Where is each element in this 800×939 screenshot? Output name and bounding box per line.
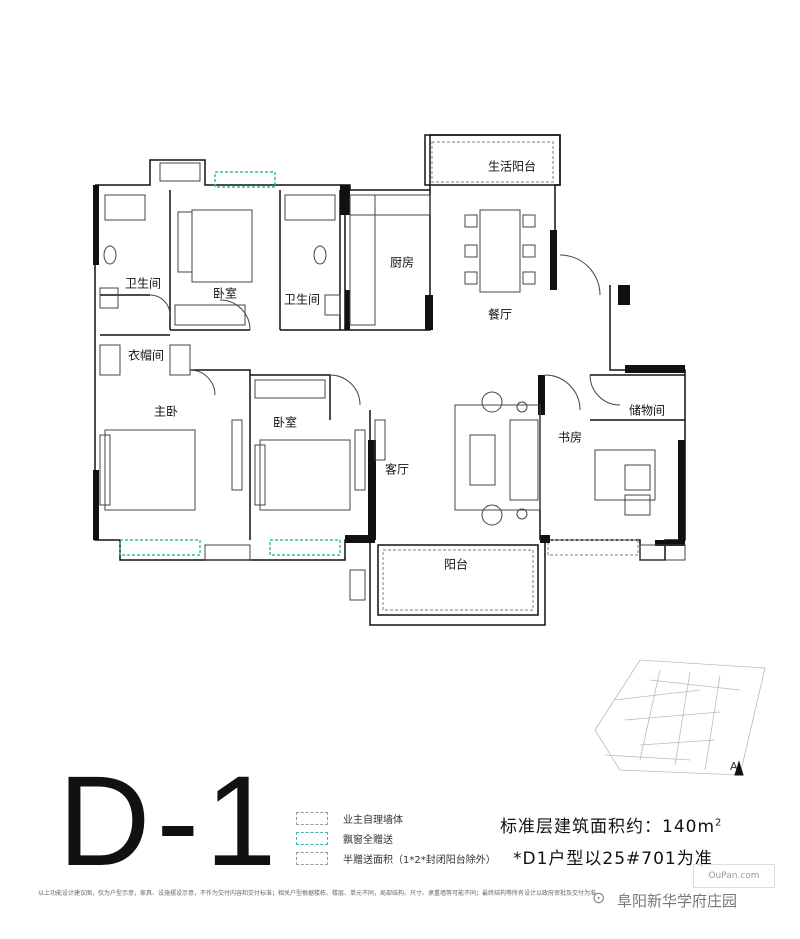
- room-label-storage: 储物间: [628, 403, 666, 418]
- room-label-closet: 衣帽间: [127, 348, 165, 363]
- legend-swatch-owner-wall: [296, 812, 328, 825]
- room-label-balcony: 阳台: [443, 557, 469, 572]
- area-unit-superscript: 2: [715, 817, 723, 829]
- wechat-icon: ⊙: [592, 888, 606, 907]
- room-label-study: 书房: [557, 430, 583, 445]
- room-label-kitchen: 厨房: [389, 255, 415, 270]
- room-label-bathroom-mid: 卫生间: [283, 292, 321, 307]
- room-label-bedroom-second: 卧室: [272, 415, 298, 430]
- room-label-living: 客厅: [384, 462, 410, 477]
- legend-bay-window: 飘窗全赠送: [343, 835, 393, 846]
- room-label-bathroom-left: 卫生间: [124, 276, 162, 291]
- unit-type-label: D-1: [58, 750, 283, 893]
- room-label-service-balcony: 生活阳台: [487, 159, 537, 174]
- legend-swatch-bay-window: [296, 832, 328, 845]
- room-label-bedroom-top: 卧室: [212, 286, 238, 301]
- building-area-text: 标准层建筑面积约：140m: [500, 817, 716, 837]
- north-arrow-label: A: [730, 760, 738, 773]
- room-label-master-bedroom: 主卧: [153, 404, 179, 419]
- room-label-dining: 餐厅: [487, 307, 513, 322]
- disclaimer-text: 以上功能设计建议图，仅为户型示意，家具、设施摆设示意，不作为交付内容和交付标准；…: [38, 890, 597, 897]
- unit-note: *D1户型以25#701为准: [513, 849, 713, 869]
- legend-half-gift: 半赠送面积（1*2*封闭阳台除外）: [343, 855, 496, 866]
- legend-swatch-half-gift: [296, 852, 328, 865]
- building-area: 标准层建筑面积约：140m2: [500, 812, 722, 837]
- legend-owner-wall: 业主自理墙体: [343, 815, 403, 826]
- watermark-text: 阜阳新华学府庄园: [617, 892, 738, 910]
- watermark-logo: OuPan.com: [693, 864, 775, 888]
